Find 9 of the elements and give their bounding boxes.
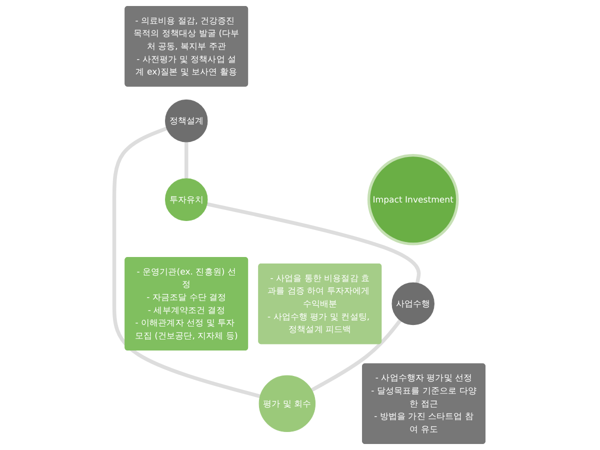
connector [112,126,261,398]
node-circle: 평가 및 회수 [259,375,316,432]
node-circle: 투자유치 [165,178,208,221]
connector [184,141,188,179]
connector [311,319,402,392]
node-circle: 정책설계 [165,99,208,142]
node-circle: Impact Investment [368,154,460,246]
node-circle: 사업수행 [392,282,435,326]
connector [206,202,421,284]
